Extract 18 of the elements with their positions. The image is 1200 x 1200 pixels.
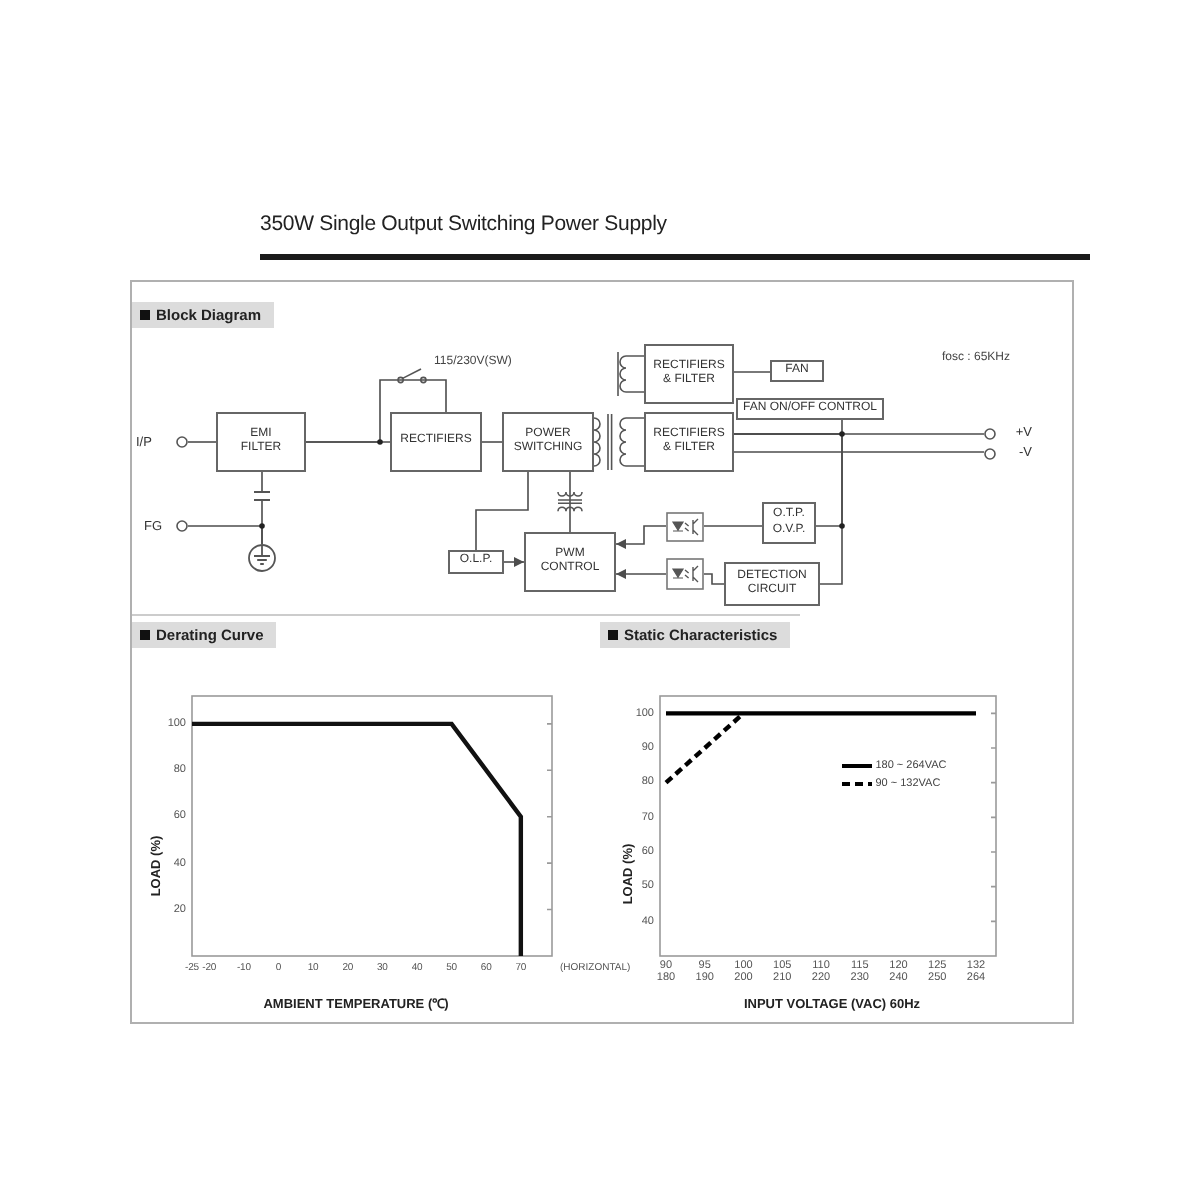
arrow xyxy=(503,557,525,567)
connector-line xyxy=(305,379,447,443)
arrow xyxy=(615,569,667,579)
connector-line xyxy=(733,371,771,373)
optocoupler-icon xyxy=(666,558,704,590)
connector-line xyxy=(187,441,217,443)
connector-line xyxy=(261,471,263,545)
ground-icon xyxy=(248,544,276,572)
arrow xyxy=(615,525,667,549)
optocoupler-icon xyxy=(666,512,704,542)
connector-line xyxy=(733,433,843,585)
connector-line xyxy=(703,525,763,527)
connector-line xyxy=(703,573,725,585)
page-title: 350W Single Output Switching Power Supply xyxy=(260,212,667,236)
connector-line xyxy=(569,471,571,533)
connector-line xyxy=(481,441,503,443)
connector-line xyxy=(475,471,529,551)
connector-line xyxy=(733,451,985,453)
